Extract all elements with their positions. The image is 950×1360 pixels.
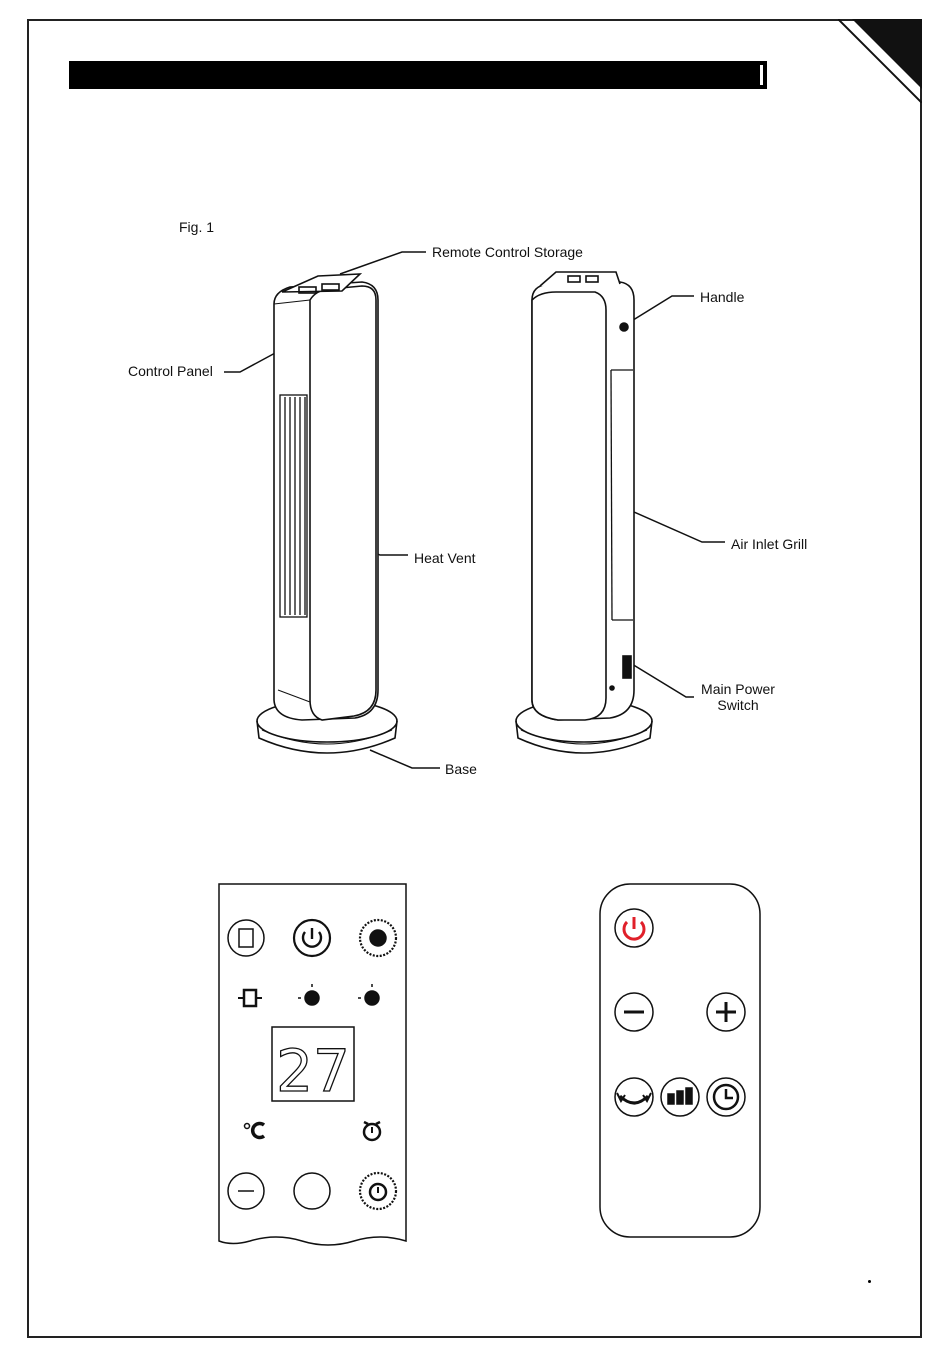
- display-digits: 27: [276, 1037, 350, 1105]
- remote-control: [600, 884, 760, 1237]
- page-dot: [868, 1280, 871, 1283]
- heater-back: [516, 272, 652, 753]
- heater-front: [257, 274, 397, 753]
